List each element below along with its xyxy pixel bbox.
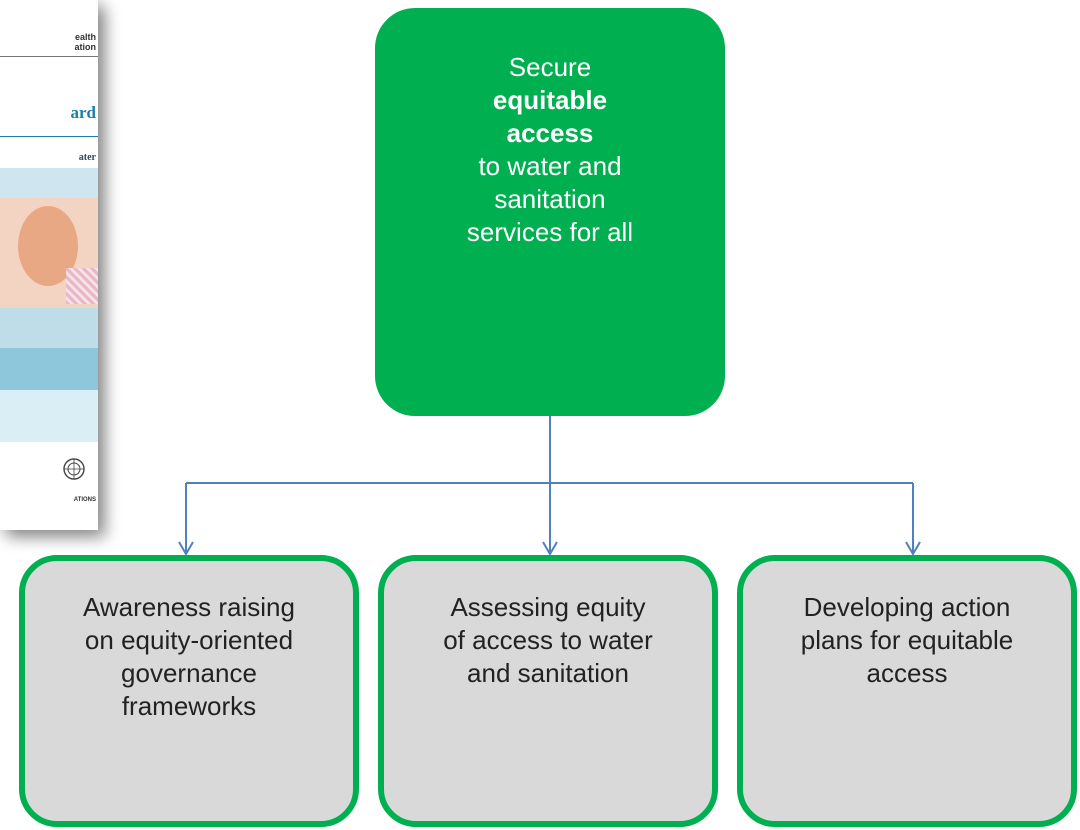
child-node-assessing: Assessing equity of access to water and … bbox=[378, 555, 718, 827]
child-2-line-3: and sanitation bbox=[467, 658, 629, 688]
cover-band-dark bbox=[0, 348, 98, 390]
root-line-4: to water and bbox=[478, 151, 622, 181]
root-node: Secure equitable access to water and san… bbox=[375, 8, 725, 416]
cover-title-rule bbox=[0, 136, 98, 137]
child-2-line-1: Assessing equity bbox=[450, 592, 646, 622]
root-line-2: equitable bbox=[492, 85, 608, 115]
child-node-developing: Developing action plans for equitable ac… bbox=[737, 555, 1077, 827]
child-1-line-1: Awareness raising bbox=[83, 592, 295, 622]
cover-photo-pattern bbox=[66, 268, 98, 304]
cover-band-pale bbox=[0, 390, 98, 442]
child-3-line-1: Developing action bbox=[803, 592, 1011, 622]
arrowhead-right-icon bbox=[905, 541, 921, 556]
child-node-awareness: Awareness raising on equity-oriented gov… bbox=[19, 555, 359, 827]
root-line-3: access bbox=[506, 118, 594, 148]
root-line-6: services for all bbox=[466, 217, 634, 247]
cover-band-mid bbox=[0, 308, 98, 348]
arrowhead-left-icon bbox=[178, 541, 194, 556]
report-cover-thumbnail: ealth ation ard ater ATIONS bbox=[0, 0, 98, 530]
child-1-line-2: on equity-oriented bbox=[84, 625, 294, 655]
cover-subtitle-fragment: ater bbox=[78, 152, 96, 163]
cover-header-line1: ealth bbox=[74, 32, 96, 42]
child-3-line-3: access bbox=[866, 658, 948, 688]
root-line-5: sanitation bbox=[494, 184, 606, 214]
child-2-line-2: of access to water bbox=[443, 625, 653, 655]
cover-title-fragment: ard bbox=[70, 103, 97, 122]
cover-footer-fragment: ATIONS bbox=[73, 497, 96, 503]
cover-header-line2: ation bbox=[74, 42, 97, 52]
un-emblem-icon bbox=[63, 458, 85, 480]
cover-photo-area bbox=[0, 198, 98, 308]
cover-rule bbox=[0, 56, 98, 57]
root-line-1: Secure bbox=[508, 52, 592, 82]
child-1-line-4: frameworks bbox=[121, 691, 257, 721]
cover-band-light bbox=[0, 168, 98, 198]
child-3-line-2: plans for equitable bbox=[800, 625, 1014, 655]
child-1-line-3: governance bbox=[121, 658, 257, 688]
arrowhead-center-icon bbox=[542, 541, 558, 556]
